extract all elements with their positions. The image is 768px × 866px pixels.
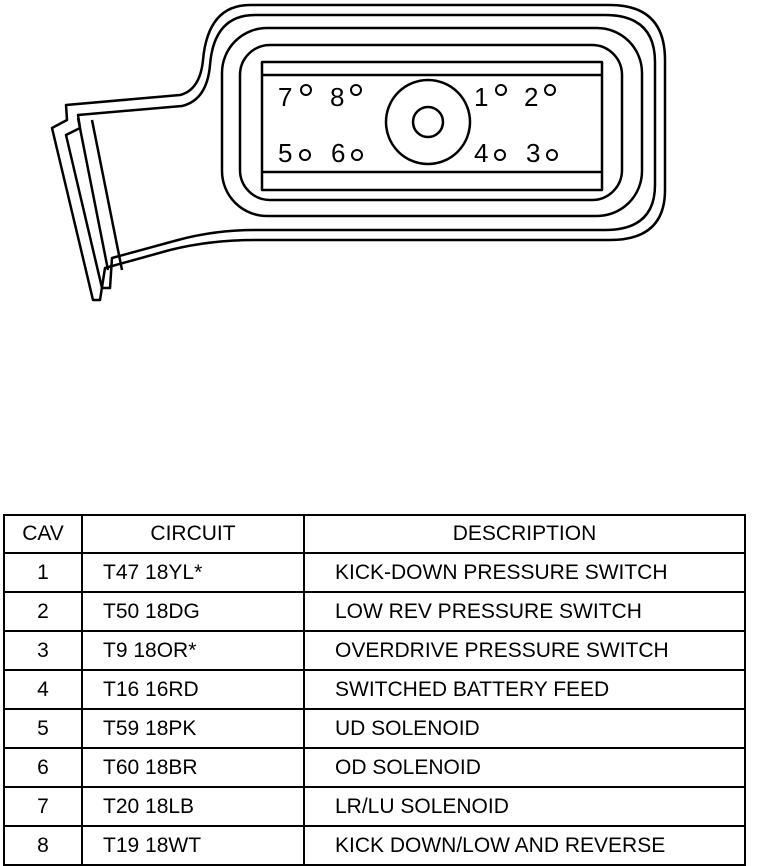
cell-circuit: T19 18WT [81, 825, 305, 866]
connector-cavity-block [260, 60, 604, 192]
header-description: DESCRIPTION [303, 514, 746, 554]
pin-label-6: 6 [331, 138, 345, 168]
pin-hole-3 [546, 149, 558, 161]
cell-cav: 8 [3, 825, 83, 866]
cell-description: UD SOLENOID [303, 708, 746, 749]
pin-hole-5 [299, 149, 311, 161]
table-row: 3 T9 18OR* OVERDRIVE PRESSURE SWITCH [3, 630, 746, 671]
table-row: 5 T59 18PK UD SOLENOID [3, 708, 746, 749]
center-bolt-outer [384, 78, 472, 166]
pin-label-5: 5 [278, 138, 292, 168]
table-row: 2 T50 18DG LOW REV PRESSURE SWITCH [3, 591, 746, 632]
pinout-table: CAV CIRCUIT DESCRIPTION 1 T47 18YL* KICK… [3, 514, 746, 866]
pin-label-8: 8 [330, 82, 344, 112]
pin-hole-1 [495, 84, 507, 96]
header-circuit: CIRCUIT [81, 514, 305, 554]
cell-description: KICK-DOWN PRESSURE SWITCH [303, 552, 746, 593]
cell-circuit: T50 18DG [81, 591, 305, 632]
cell-circuit: T59 18PK [81, 708, 305, 749]
cell-circuit: T60 18BR [81, 747, 305, 788]
connector-housing-inner-outline [64, 13, 657, 290]
table-header-row: CAV CIRCUIT DESCRIPTION [3, 514, 746, 554]
pin-label-7: 7 [278, 82, 292, 112]
cell-description: LR/LU SOLENOID [303, 786, 746, 827]
connector-housing-outline [50, 3, 667, 302]
table-row: 1 T47 18YL* KICK-DOWN PRESSURE SWITCH [3, 552, 746, 593]
cell-cav: 4 [3, 669, 83, 710]
pin-hole-6 [351, 149, 363, 161]
harness-rib [76, 117, 110, 271]
pin-hole-8 [350, 84, 362, 96]
cell-cav: 7 [3, 786, 83, 827]
harness-rib [90, 119, 124, 271]
connector-diagram: 7 8 1 2 5 6 4 3 [50, 3, 667, 302]
pin-label-4: 4 [474, 138, 488, 168]
center-bolt-inner [411, 105, 445, 139]
table-row: 4 T16 16RD SWITCHED BATTERY FEED [3, 669, 746, 710]
cell-description: KICK DOWN/LOW AND REVERSE [303, 825, 746, 866]
pin-hole-2 [544, 84, 556, 96]
pin-label-3: 3 [526, 138, 540, 168]
cell-cav: 6 [3, 747, 83, 788]
cell-cav: 1 [3, 552, 83, 593]
table-row: 8 T19 18WT KICK DOWN/LOW AND REVERSE [3, 825, 746, 866]
cell-description: SWITCHED BATTERY FEED [303, 669, 746, 710]
cell-circuit: T20 18LB [81, 786, 305, 827]
cell-cav: 5 [3, 708, 83, 749]
header-cav: CAV [3, 514, 83, 554]
cell-cav: 2 [3, 591, 83, 632]
cell-cav: 3 [3, 630, 83, 671]
pin-label-1: 1 [474, 82, 488, 112]
table-row: 7 T20 18LB LR/LU SOLENOID [3, 786, 746, 827]
cell-circuit: T16 16RD [81, 669, 305, 710]
pin-hole-7 [300, 84, 312, 96]
cell-description: OVERDRIVE PRESSURE SWITCH [303, 630, 746, 671]
cell-description: OD SOLENOID [303, 747, 746, 788]
table-row: 6 T60 18BR OD SOLENOID [3, 747, 746, 788]
connector-seal [220, 26, 644, 218]
connector-pin-face [238, 43, 624, 202]
pin-label-2: 2 [524, 82, 538, 112]
cell-description: LOW REV PRESSURE SWITCH [303, 591, 746, 632]
pin-hole-4 [494, 149, 506, 161]
cell-circuit: T9 18OR* [81, 630, 305, 671]
cell-circuit: T47 18YL* [81, 552, 305, 593]
